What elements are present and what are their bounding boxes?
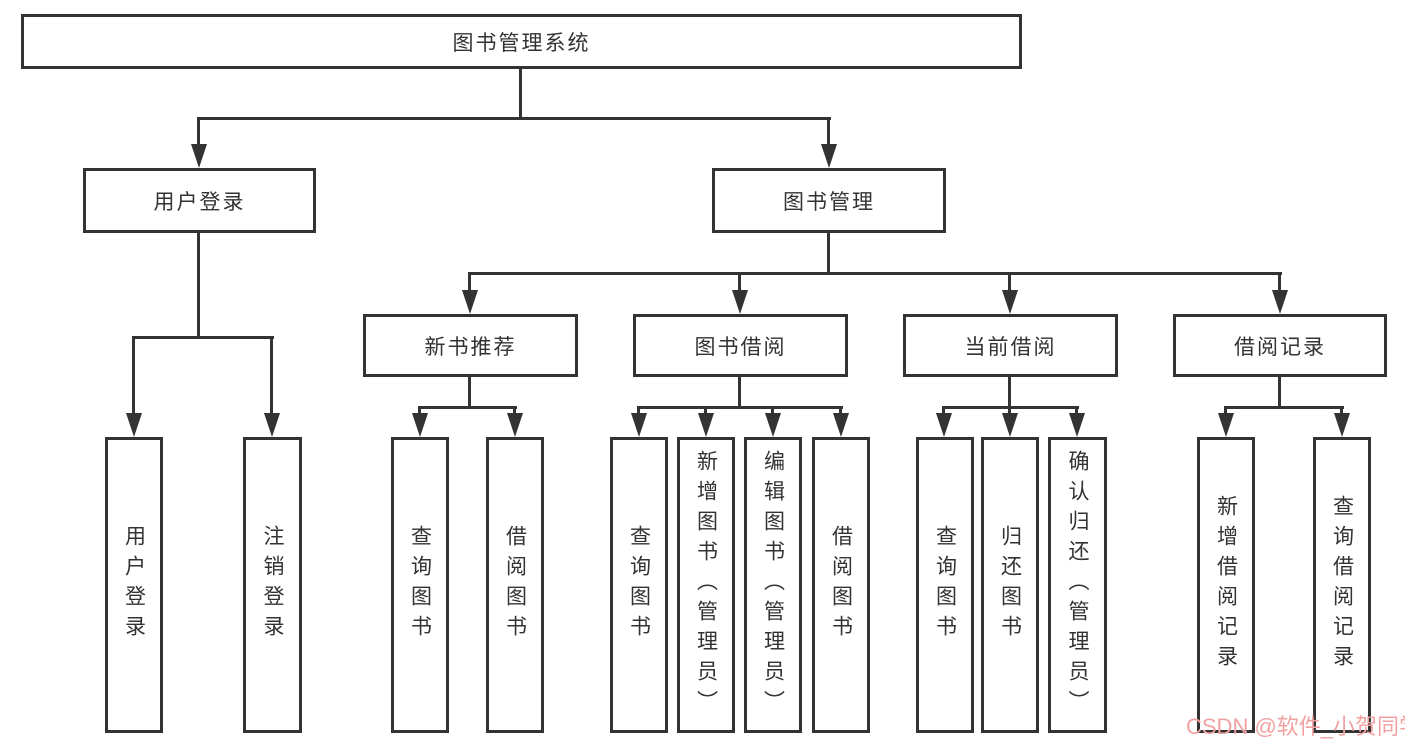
arrowhead-down-icon (507, 413, 523, 437)
arrowhead-down-icon (631, 413, 647, 437)
connector-line (827, 117, 830, 147)
connector-line (132, 336, 274, 339)
connector-line (197, 232, 200, 339)
leaf-logout-label: 注销登录 (261, 525, 284, 645)
connector-line (519, 68, 522, 117)
leaf-return-books: 归还图书 (981, 437, 1039, 733)
leaf-borrow-books-borrowing-label: 借阅图书 (829, 525, 853, 645)
node-book-management: 图书管理 (712, 168, 946, 233)
node-new-book-recommend-label: 新书推荐 (424, 335, 517, 359)
leaf-user-login: 用户登录 (105, 437, 163, 733)
leaf-add-book-admin: 新增图书（管理员） (677, 437, 735, 733)
leaf-query-books-borrowing-label: 查询图书 (627, 525, 651, 645)
connector-line (771, 406, 774, 416)
connector-line (637, 406, 843, 409)
connector-line (1278, 376, 1281, 409)
leaf-query-borrow-record-label: 查询借阅记录 (1330, 495, 1354, 675)
leaf-edit-book-admin: 编辑图书（管理员） (744, 437, 802, 733)
node-user-login-label: 用户登录 (153, 190, 246, 214)
leaf-confirm-return-admin: 确认归还（管理员） (1048, 437, 1107, 733)
leaf-borrow-books-recommend-label: 借阅图书 (503, 525, 527, 645)
node-borrow-records-label: 借阅记录 (1234, 335, 1326, 359)
connector-line (738, 376, 741, 409)
arrowhead-down-icon (1218, 413, 1234, 437)
leaf-query-books-recommend-label: 查询图书 (408, 525, 432, 645)
node-root: 图书管理系统 (21, 14, 1022, 69)
connector-line (132, 336, 135, 413)
leaf-query-books-borrowing: 查询图书 (610, 437, 668, 733)
node-user-login: 用户登录 (83, 168, 316, 233)
leaf-query-books-recommend: 查询图书 (391, 437, 449, 733)
connector-line (738, 272, 741, 292)
arrowhead-down-icon (833, 413, 849, 437)
arrowhead-down-icon (765, 413, 781, 437)
arrowhead-down-icon (821, 144, 837, 168)
connector-line (197, 117, 200, 147)
arrowhead-down-icon (1272, 290, 1288, 314)
leaf-user-login-label: 用户登录 (122, 525, 146, 645)
arrowhead-down-icon (698, 413, 714, 437)
leaf-borrow-books-recommend: 借阅图书 (486, 437, 544, 733)
leaf-confirm-return-admin-label: 确认归还（管理员） (1066, 450, 1089, 720)
leaf-query-books-current: 查询图书 (916, 437, 974, 733)
connector-line (270, 336, 273, 413)
connector-line (513, 406, 516, 416)
arrowhead-down-icon (462, 290, 478, 314)
arrowhead-down-icon (1334, 413, 1350, 437)
connector-line (1075, 406, 1078, 416)
connector-line (1008, 406, 1011, 416)
node-borrow-records: 借阅记录 (1173, 314, 1387, 377)
connector-line (637, 406, 640, 416)
connector-line (468, 272, 1282, 275)
arrowhead-down-icon (412, 413, 428, 437)
arrowhead-down-icon (264, 413, 280, 437)
leaf-logout: 注销登录 (243, 437, 302, 733)
leaf-query-books-current-label: 查询图书 (933, 525, 957, 645)
leaf-borrow-books-borrowing: 借阅图书 (812, 437, 870, 733)
connector-line (1224, 406, 1344, 409)
node-root-label: 图书管理系统 (452, 31, 591, 55)
leaf-add-borrow-record-label: 新增借阅记录 (1214, 495, 1238, 675)
arrowhead-down-icon (732, 290, 748, 314)
connector-line (1008, 376, 1011, 409)
connector-line (1224, 406, 1227, 416)
leaf-return-books-label: 归还图书 (998, 525, 1022, 645)
connector-line (942, 406, 945, 416)
connector-line (1008, 272, 1011, 292)
connector-line (1278, 272, 1281, 292)
connector-line (839, 406, 842, 416)
connector-line (1340, 406, 1343, 416)
connector-line (468, 272, 471, 292)
connector-line (418, 406, 421, 416)
leaf-edit-book-admin-label: 编辑图书（管理员） (761, 450, 785, 720)
arrowhead-down-icon (1002, 290, 1018, 314)
node-book-borrowing: 图书借阅 (633, 314, 848, 377)
node-book-management-label: 图书管理 (783, 190, 875, 214)
arrowhead-down-icon (936, 413, 952, 437)
arrowhead-down-icon (1002, 413, 1018, 437)
connector-line (418, 406, 517, 409)
node-new-book-recommend: 新书推荐 (363, 314, 578, 377)
csdn-watermark: CSDN @软件_小贺同学 (1186, 714, 1405, 739)
node-current-borrowing-label: 当前借阅 (964, 335, 1057, 359)
node-current-borrowing: 当前借阅 (903, 314, 1118, 377)
arrowhead-down-icon (1069, 413, 1085, 437)
connector-line (468, 376, 471, 409)
node-book-borrowing-label: 图书借阅 (694, 335, 787, 359)
connector-line (704, 406, 707, 416)
arrowhead-down-icon (191, 144, 207, 168)
arrowhead-down-icon (126, 413, 142, 437)
connector-line (197, 117, 831, 120)
connector-line (827, 232, 830, 275)
leaf-add-borrow-record: 新增借阅记录 (1197, 437, 1255, 733)
leaf-add-book-admin-label: 新增图书（管理员） (694, 450, 718, 720)
leaf-query-borrow-record: 查询借阅记录 (1313, 437, 1371, 733)
